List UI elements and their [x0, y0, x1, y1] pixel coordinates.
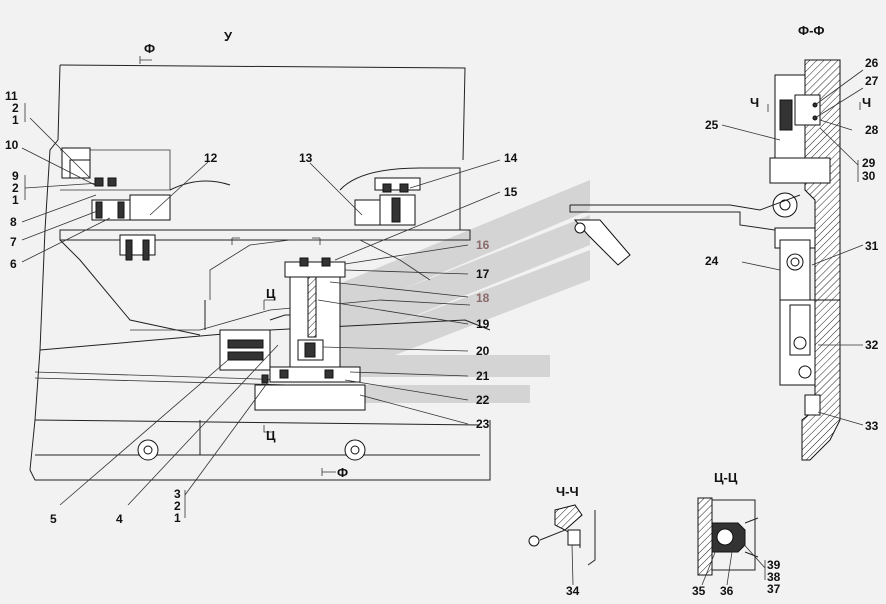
callout-14: 14 — [504, 151, 518, 165]
cut-mark-ts-bottom: Ц — [266, 428, 276, 443]
section-tsts — [697, 497, 759, 576]
callout-38: 38 — [767, 570, 781, 584]
cut-mark-f-bottom: Ф — [337, 465, 348, 480]
section-chch — [528, 504, 596, 566]
callout-5: 5 — [50, 512, 57, 526]
callout-7: 7 — [10, 235, 17, 249]
callout-35: 35 — [692, 584, 706, 598]
callout-33: 33 — [865, 419, 879, 433]
callout-30: 30 — [862, 169, 876, 183]
section-label-tsts: Ц-Ц — [714, 470, 738, 485]
callout-24: 24 — [705, 254, 719, 268]
callout-15: 15 — [504, 185, 518, 199]
cut-mark-ch-right: Ч — [862, 95, 871, 110]
callout-36: 36 — [720, 584, 734, 598]
callout-29: 29 — [862, 156, 876, 170]
callout-2-b: 2 — [12, 181, 19, 195]
cut-mark-ch-left: Ч — [750, 95, 759, 110]
callout-12: 12 — [204, 151, 218, 165]
callout-26: 26 — [865, 56, 879, 70]
main-view — [29, 64, 491, 481]
callout-32: 32 — [865, 338, 879, 352]
callout-23: 23 — [476, 417, 490, 431]
callout-4: 4 — [116, 512, 123, 526]
cut-mark-f-top: Ф — [144, 41, 155, 56]
callout-11: 11 — [5, 89, 18, 103]
callout-1-c: 1 — [174, 511, 181, 525]
callout-9: 9 — [12, 169, 19, 183]
callout-13: 13 — [299, 151, 313, 165]
callout-2-a: 2 — [12, 101, 19, 115]
callout-1-b: 1 — [12, 193, 19, 207]
callout-27: 27 — [865, 74, 879, 88]
section-ff — [569, 59, 841, 461]
cut-mark-ts-top: Ц — [266, 286, 276, 301]
callout-28: 28 — [865, 123, 879, 137]
callout-2-c: 2 — [174, 499, 181, 513]
callout-25: 25 — [705, 118, 719, 132]
section-label-ff: Ф-Ф — [798, 23, 825, 38]
callout-39: 39 — [767, 558, 781, 572]
callout-16: 16 — [476, 238, 490, 252]
callout-1-a: 1 — [12, 113, 19, 127]
callout-22: 22 — [476, 393, 490, 407]
callout-6: 6 — [10, 257, 17, 271]
callout-37: 37 — [767, 582, 781, 596]
callout-19: 19 — [476, 317, 490, 331]
callout-20: 20 — [476, 344, 490, 358]
callout-21: 21 — [476, 369, 490, 383]
leader-lines — [21, 56, 864, 586]
view-label-u: У — [224, 29, 233, 44]
callout-10: 10 — [5, 138, 19, 152]
callout-8: 8 — [10, 215, 17, 229]
watermark-logo — [300, 180, 590, 403]
callout-34: 34 — [566, 584, 580, 598]
callout-17: 17 — [476, 267, 490, 281]
callout-18: 18 — [476, 291, 490, 305]
section-label-chch: Ч-Ч — [556, 484, 579, 499]
callout-3: 3 — [174, 487, 181, 501]
callout-31: 31 — [865, 239, 879, 253]
